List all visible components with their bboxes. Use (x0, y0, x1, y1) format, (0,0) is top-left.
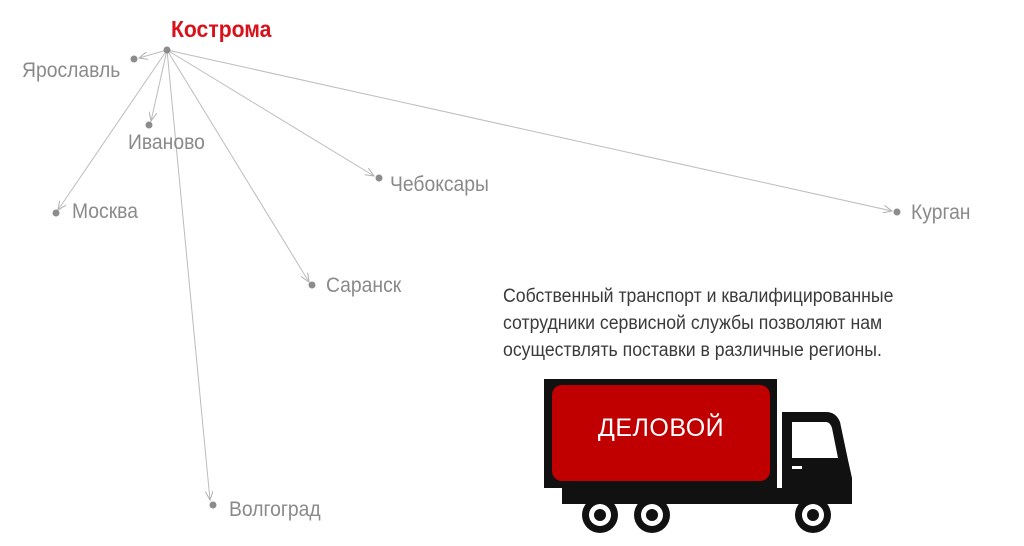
dot-volgograd (209, 501, 217, 509)
hub-label: Кострома (171, 16, 272, 42)
route-line-saransk (166, 49, 309, 282)
city-label-kurgan: Курган (911, 201, 971, 224)
truck-cargo-panel (552, 385, 770, 481)
city-label-yaroslavl: Ярославль (22, 59, 121, 82)
city-label-volgograd: Волгоград (229, 498, 321, 521)
dot-cheboksary (375, 174, 383, 182)
truck-icon (544, 379, 852, 533)
description-line-3: осуществлять поставки в различные регион… (503, 340, 882, 361)
city-label-saransk: Саранск (326, 274, 402, 297)
truck-cab-handle (792, 466, 802, 469)
route-line-volgograd (166, 49, 210, 500)
route-line-cheboksary (166, 49, 374, 176)
dot-kurgan (893, 208, 901, 216)
description-text: Собственный транспорт и квалифицированны… (503, 283, 903, 364)
hub-dot (163, 46, 171, 54)
truck-wheels (582, 497, 831, 533)
city-label-moskva: Москва (72, 200, 138, 223)
dot-moskva (52, 209, 60, 217)
route-line-kurgan (166, 49, 892, 211)
route-lines (58, 49, 892, 500)
truck-label: ДЕЛОВОЙ (597, 414, 725, 442)
city-label-cheboksary: Чебоксары (390, 173, 489, 196)
description-line-2: сотрудники сервисной службы позволяют на… (503, 313, 883, 334)
city-dots (52, 46, 901, 509)
city-label-ivanovo: Иваново (128, 131, 205, 154)
route-line-ivanovo (151, 49, 168, 121)
truck-chassis (562, 488, 850, 504)
route-line-moskva (58, 49, 168, 210)
dot-ivanovo (145, 121, 153, 129)
dot-saransk (308, 281, 316, 289)
truck-cab-window (792, 422, 838, 458)
description-line-1: Собственный транспорт и квалифицированны… (503, 286, 894, 307)
route-line-yaroslavl (139, 49, 168, 58)
dot-yaroslavl (130, 55, 138, 63)
